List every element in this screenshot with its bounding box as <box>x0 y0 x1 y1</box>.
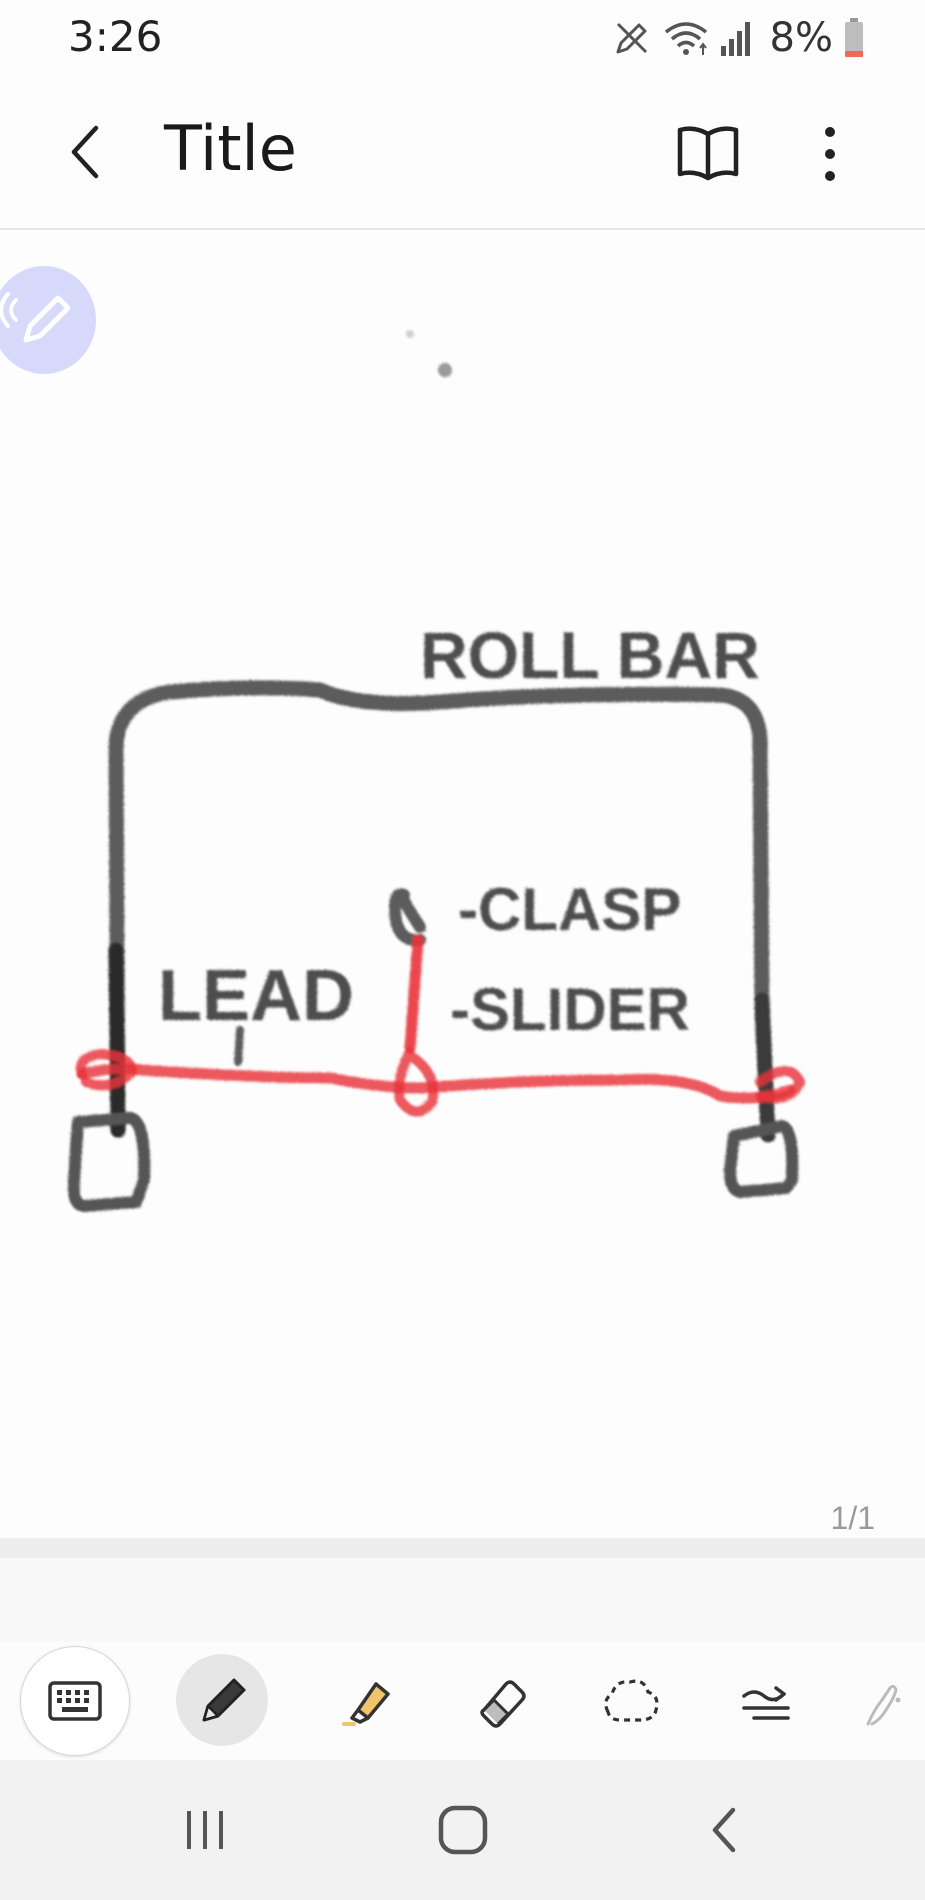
pen-tool-button[interactable] <box>176 1654 268 1746</box>
home-button[interactable] <box>418 1790 508 1870</box>
page-indicator: 1/1 <box>830 1500 875 1536</box>
eraser-icon <box>480 1680 526 1728</box>
label-slider: -SLIDER <box>450 976 690 1043</box>
toolbar-top-strip <box>0 1558 925 1643</box>
back-icon <box>712 1807 736 1853</box>
straighten-icon <box>742 1686 790 1720</box>
home-icon <box>438 1805 488 1855</box>
nav-back-button[interactable] <box>680 1790 770 1870</box>
pen-icon <box>616 22 647 54</box>
straighten-tool-button[interactable] <box>720 1654 812 1746</box>
more-options-button[interactable] <box>808 116 852 192</box>
keyboard-button[interactable] <box>20 1646 130 1756</box>
pen-icon <box>202 1678 246 1722</box>
app-bar: Title <box>0 76 925 230</box>
highlighter-tool-button[interactable] <box>320 1654 412 1746</box>
label-clasp: -CLASP <box>458 876 681 943</box>
status-icons: 8% <box>612 12 865 64</box>
sketch-drawing: ROLL BAR LEAD -CLASP -SLIDER <box>67 330 805 1212</box>
calligraphy-tool-button[interactable] <box>860 1654 925 1746</box>
battery-icon <box>845 18 863 57</box>
recents-button[interactable] <box>160 1790 250 1870</box>
battery-percentage: 8% <box>769 15 833 61</box>
drawing-canvas[interactable]: ROLL BAR LEAD -CLASP -SLIDER <box>0 230 925 1538</box>
signal-icon <box>720 22 750 56</box>
pen-mode-button[interactable] <box>0 266 96 374</box>
eraser-tool-button[interactable] <box>454 1654 546 1746</box>
book-icon <box>677 126 739 181</box>
label-roll-bar: ROLL BAR <box>420 618 760 692</box>
page-title[interactable]: Title <box>164 112 297 185</box>
status-bar: 3:26 8% <box>0 0 925 76</box>
label-lead: LEAD <box>158 956 354 1036</box>
canvas-divider <box>0 1538 925 1558</box>
reading-mode-button[interactable] <box>672 120 744 186</box>
back-arrow-icon <box>71 125 99 179</box>
drawing-toolbar <box>0 1642 925 1760</box>
back-button[interactable] <box>60 114 116 190</box>
more-vertical-icon <box>825 127 835 181</box>
pen-icon <box>0 292 71 343</box>
highlighter-icon <box>342 1682 390 1726</box>
status-time: 3:26 <box>68 12 163 61</box>
system-navigation-bar <box>0 1760 925 1900</box>
lasso-tool-button[interactable] <box>584 1654 676 1746</box>
recents-icon <box>187 1811 223 1849</box>
wifi-icon <box>664 22 707 55</box>
keyboard-icon <box>48 1681 102 1721</box>
calligraphy-icon <box>866 1684 901 1726</box>
lasso-icon <box>604 1679 659 1722</box>
